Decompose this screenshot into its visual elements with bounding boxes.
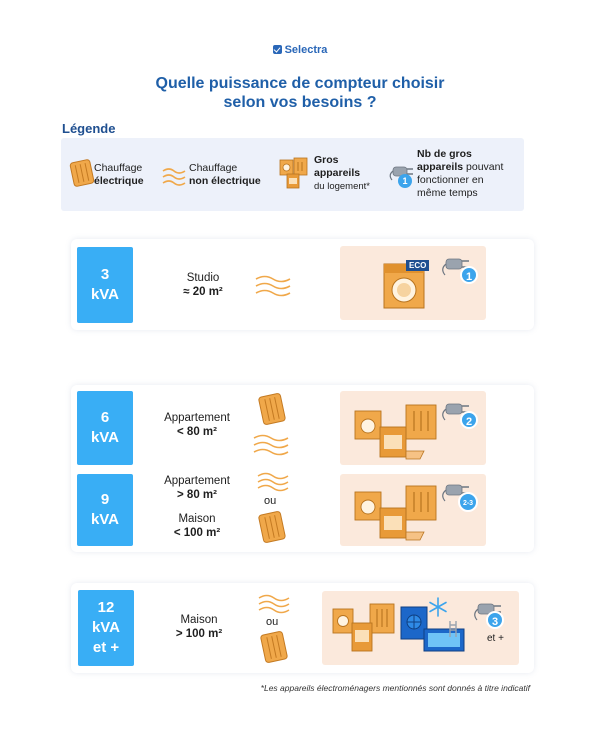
legend-electric-heating: Chauffage électrique [94,162,144,187]
housing-house-small: Maison < 100 m² [173,513,221,539]
brand-logo: Selectra [0,44,600,56]
appliances-panel: 2-3 [340,474,486,546]
appliances-panel: 2 [340,391,486,465]
legend-title: Légende [62,121,116,136]
housing-house-large: Maison > 100 m² [175,614,223,640]
heat-waves-icon [253,434,289,456]
electric-radiator-icon [258,511,286,543]
power-badge-12kva: 12 kVA et + [78,590,134,666]
legend-appliances: Gros appareils du logement* [314,154,370,192]
appliances-panel: 3 et + [322,591,519,665]
legend-count-badge: 1 [398,174,412,188]
heat-waves-icon [257,472,289,492]
housing-apartment-large: Appartement > 80 m² [164,475,230,501]
housing-apartment-small: Appartement < 80 m² [164,412,230,438]
appliances-panel: ECO 1 [340,246,486,320]
legend-simultaneous-appliances: Nb de gros appareils pouvant fonctionner… [417,148,504,199]
plug-icon [442,484,469,502]
plug-icon [442,403,469,421]
legend-box: Chauffage électrique Chauffage non élect… [61,138,524,211]
electric-radiator-icon [260,631,288,663]
or-label: ou [264,495,277,507]
count-extra-label: et + [487,633,504,644]
page-title: Quelle puissance de compteur choisir sel… [155,75,445,111]
pool-icon [423,621,465,652]
count-badge: 2-3 [458,492,478,512]
count-badge: 2 [460,411,478,429]
or-label: ou [266,616,279,628]
heat-pump-icon [400,606,428,640]
appliances-icon [332,603,395,652]
row-6-9kva-card: 6 kVA Appartement < 80 m² [71,385,534,552]
power-badge-6kva: 6 kVA [77,391,133,465]
appliances-icon [279,157,308,189]
power-badge-9kva: 9 kVA [77,474,133,546]
heat-waves-icon [162,168,186,186]
appliances-icon [354,485,437,541]
count-badge: 3 [486,611,504,629]
selectra-logo-icon [272,45,282,54]
washing-machine-icon [383,263,425,309]
legend-non-electric-heating: Chauffage non électrique [189,162,261,187]
eco-label: ECO [406,260,430,271]
electric-radiator-icon [258,393,286,425]
power-badge-3kva: 3 kVA [77,247,133,323]
footnote: *Les appareils électroménagers mentionné… [260,683,530,693]
snowflake-icon [429,597,447,617]
heat-waves-icon [255,275,291,297]
brand-name: Selectra [284,44,328,56]
housing-studio: Studio ≈ 20 m² [183,272,223,298]
heat-waves-icon [258,594,290,614]
electric-radiator-icon [69,159,95,187]
row-3kva-card: 3 kVA Studio ≈ 20 m² ECO 1 [71,239,534,330]
row-12kva-card: 12 kVA et + Maison > 100 m² ou [71,583,534,673]
count-badge: 1 [460,266,478,284]
appliances-icon [354,404,437,460]
